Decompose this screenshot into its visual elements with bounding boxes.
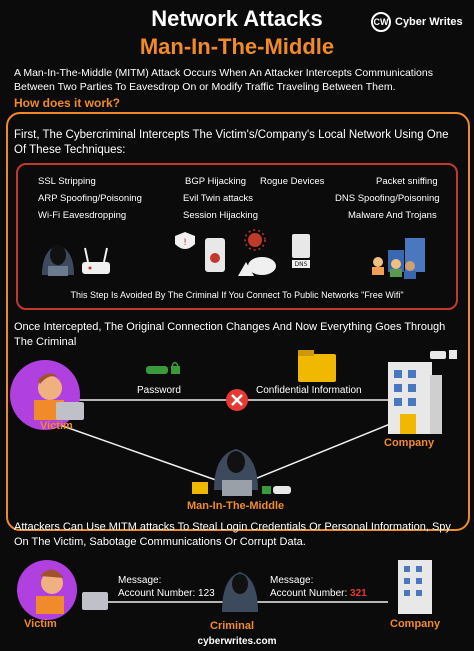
lock-password-icon xyxy=(430,350,457,359)
technique: SSL Stripping xyxy=(38,176,96,187)
company-label: Company xyxy=(384,437,435,449)
password-label: Password xyxy=(137,385,181,396)
techniques-box xyxy=(16,163,458,310)
company-building xyxy=(388,362,442,434)
password-icon xyxy=(146,361,180,374)
step2-text: Once Intercepted, The Original Connectio… xyxy=(14,321,446,348)
how-heading: How does it work? xyxy=(14,96,121,110)
technique: DNS Spoofing/Poisoning xyxy=(335,193,440,204)
cyberwrites-logo-icon: CW xyxy=(371,12,391,32)
technique: BGP Hijacking xyxy=(185,176,247,187)
brand: CW Cyber Writes xyxy=(371,12,463,32)
footer-url: cyberwrites.com xyxy=(197,636,277,647)
mitm-hacker xyxy=(192,449,291,496)
technique: Session Hijacking xyxy=(183,210,258,221)
bottom-criminal-label: Criminal xyxy=(210,620,255,632)
bottom-victim xyxy=(17,560,108,620)
step1-text: First, The Cybercriminal Intercepts The … xyxy=(14,129,449,156)
account-right: Account Number: 321 xyxy=(270,588,367,599)
account-prefix: Account Number: xyxy=(118,588,196,599)
intro-text: A Man-In-The-Middle (MITM) Attack Occurs… xyxy=(14,67,433,93)
bottom-company-label: Company xyxy=(390,618,441,630)
victim-illustration xyxy=(10,360,84,430)
bottom-criminal xyxy=(222,572,258,612)
confidential-label: Confidential Information xyxy=(256,385,362,396)
svg-text:!: ! xyxy=(183,238,187,248)
cloud-warning-icon xyxy=(238,257,276,276)
page-subtitle: Man-In-The-Middle xyxy=(139,34,335,59)
technique: Rogue Devices xyxy=(260,176,325,187)
public-wifi-note: This Step Is Avoided By The Criminal If … xyxy=(70,290,404,300)
technique: Wi-Fi Eavesdropping xyxy=(38,210,127,221)
folder-icon xyxy=(298,350,336,382)
blocked-x-icon xyxy=(226,389,248,411)
page-title: Network Attacks xyxy=(151,6,323,31)
virus-icon xyxy=(244,229,266,251)
mitm-to-company-line xyxy=(239,419,401,486)
account-prefix: Account Number: xyxy=(270,588,348,599)
technique: Packet sniffing xyxy=(376,176,438,187)
account-left: Account Number: 123 xyxy=(118,588,215,599)
account-modified: 321 xyxy=(350,588,367,599)
victim-to-mitm-line xyxy=(59,424,231,486)
technique: Malware And Trojans xyxy=(348,210,437,221)
technique: Evil Twin attacks xyxy=(183,193,254,204)
explanation-panel xyxy=(6,112,470,531)
msg-label-left: Message: xyxy=(118,575,162,586)
shield-warning-icon: ! xyxy=(175,232,195,249)
dns-server-icon: DNS xyxy=(292,234,310,268)
hacker-icon xyxy=(42,245,74,276)
technique: ARP Spoofing/Poisoning xyxy=(38,193,142,204)
router-icon xyxy=(82,247,110,274)
phone-hacked-icon xyxy=(205,238,225,272)
account-original: 123 xyxy=(198,588,215,599)
mitm-label: Man-In-The-Middle xyxy=(187,500,285,512)
step3-text: Attackers Can Use MITM attacks To Steal … xyxy=(14,521,451,548)
company-users-icon xyxy=(372,238,425,279)
victim-label: Victim xyxy=(40,420,73,432)
brand-name: Cyber Writes xyxy=(395,16,463,28)
dns-label: DNS xyxy=(295,261,308,268)
msg-label-right: Message: xyxy=(270,575,314,586)
bottom-victim-label: Victim xyxy=(24,618,57,630)
bottom-company-building xyxy=(398,560,432,614)
